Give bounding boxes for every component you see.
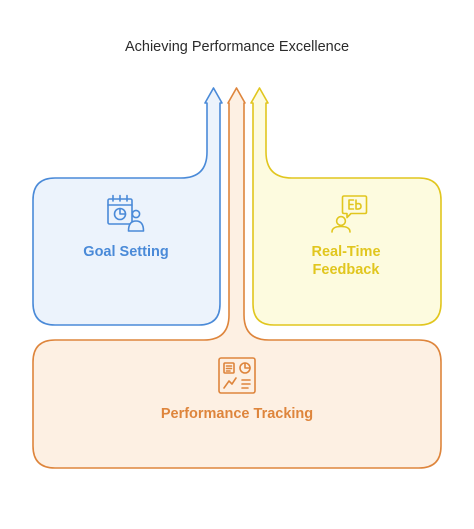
goal-setting-label: Goal Setting <box>83 244 168 260</box>
goal-setting-shape <box>32 87 223 326</box>
performance-tracking-label: Performance Tracking <box>161 406 313 422</box>
performance-tracking-shape <box>32 87 442 469</box>
real-time-feedback-shape <box>250 87 442 326</box>
chat-person-icon <box>331 195 368 233</box>
real-time-feedback-label-line1: Real-Time <box>311 244 380 260</box>
dashboard-icon <box>218 357 256 394</box>
real-time-feedback-label-line2: Feedback <box>313 262 381 278</box>
calendar-chart-user-icon <box>107 194 145 232</box>
diagram-title: Achieving Performance Excellence <box>125 39 349 55</box>
